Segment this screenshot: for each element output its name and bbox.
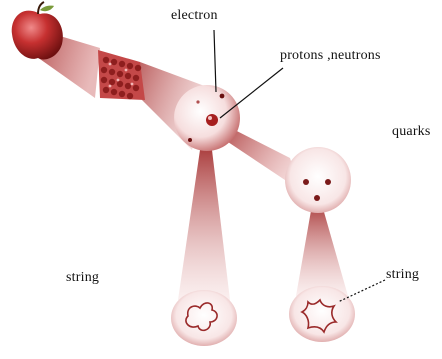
apple-icon	[12, 2, 63, 59]
nucleus-dot	[206, 114, 218, 126]
electron-dot	[220, 94, 225, 99]
string-label-right: string	[386, 267, 419, 283]
atom-sphere-icon	[174, 85, 240, 151]
protons-neutrons-leader-line	[220, 68, 283, 118]
electron-leader-line	[214, 30, 216, 92]
protons-neutrons-label: protons ,neutrons	[280, 48, 381, 64]
quark-sphere-icon	[285, 147, 351, 213]
string-loop-icon	[289, 286, 355, 342]
string-label-left: string	[66, 270, 99, 286]
zoom-beam-quark-to-string	[296, 205, 348, 296]
molecule-lattice-icon	[98, 50, 145, 100]
string-loop-icon	[171, 290, 237, 346]
electron-label: electron	[171, 8, 218, 24]
zoom-beam-atom-to-string	[178, 150, 230, 300]
quarks-label: quarks	[392, 124, 431, 140]
